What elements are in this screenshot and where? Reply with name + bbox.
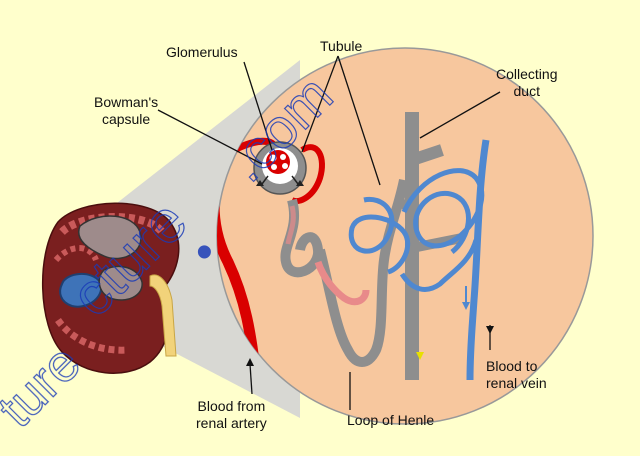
label-bowmans-capsule: Bowman's capsule (94, 94, 158, 128)
label-blood-from-renal-artery: Blood from renal artery (196, 398, 267, 432)
label-loop-of-henle: Loop of Henle (347, 412, 434, 429)
label-collecting-duct: Collecting duct (496, 66, 557, 100)
label-glomerulus: Glomerulus (166, 44, 238, 61)
label-blood-to-renal-vein: Blood to renal vein (486, 358, 547, 392)
label-tubule: Tubule (320, 38, 362, 55)
